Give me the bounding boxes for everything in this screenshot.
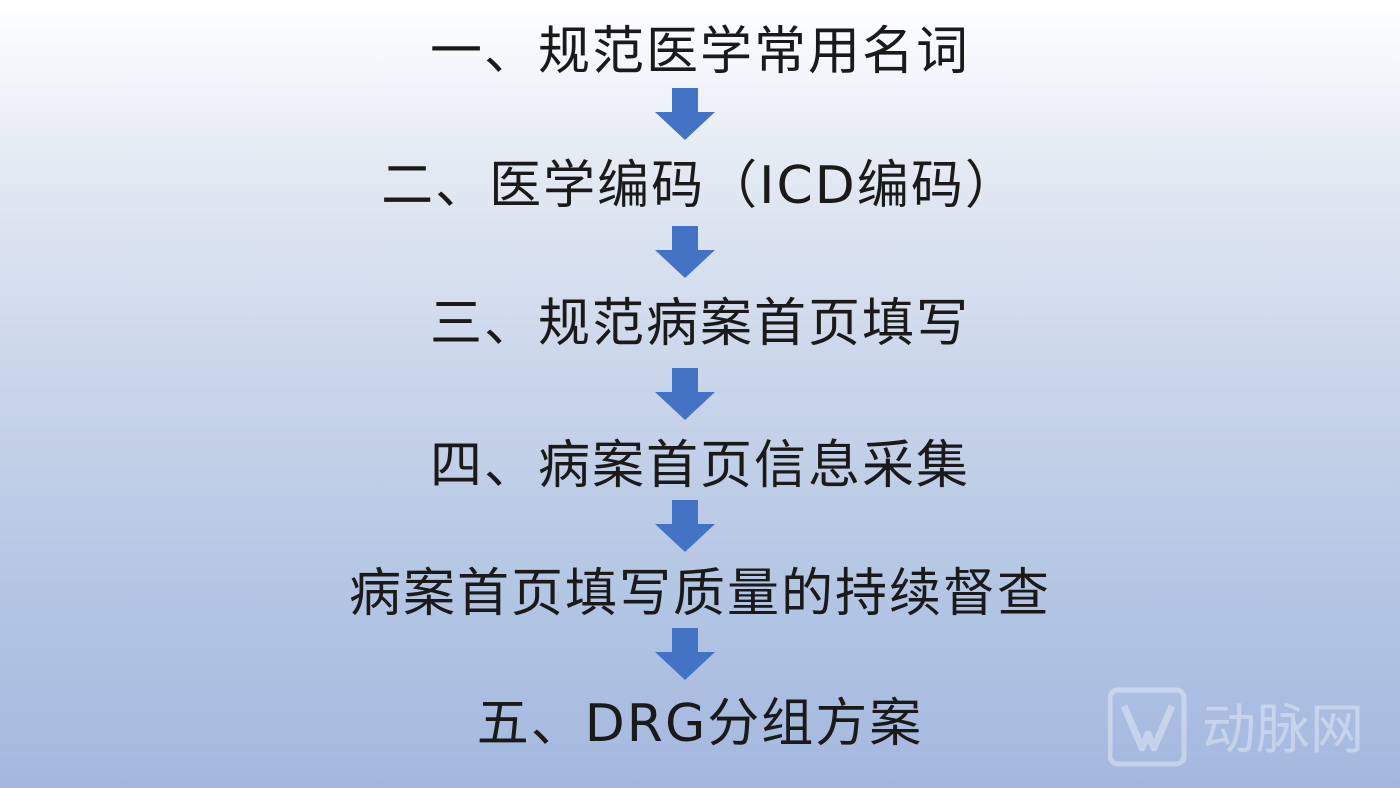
- step-2: 二、医学编码（ICD编码）: [381, 156, 1019, 216]
- step-6: 五、DRG分组方案: [476, 694, 924, 754]
- step-3: 三、规范病案首页填写: [429, 294, 970, 354]
- arrow-down-icon: [655, 368, 715, 420]
- step-4: 四、病案首页信息采集: [429, 436, 970, 496]
- arrow-down-icon: [655, 500, 715, 552]
- watermark-logo-icon: 动脉网: [1107, 686, 1390, 768]
- step-5: 病案首页填写质量的持续督查: [348, 564, 1051, 624]
- arrow-down-icon: [655, 88, 715, 140]
- step-1: 一、规范医学常用名词: [429, 22, 970, 82]
- arrow-down-icon: [655, 628, 715, 680]
- watermark-text: 动脉网: [1202, 698, 1364, 761]
- arrow-down-icon: [655, 226, 715, 278]
